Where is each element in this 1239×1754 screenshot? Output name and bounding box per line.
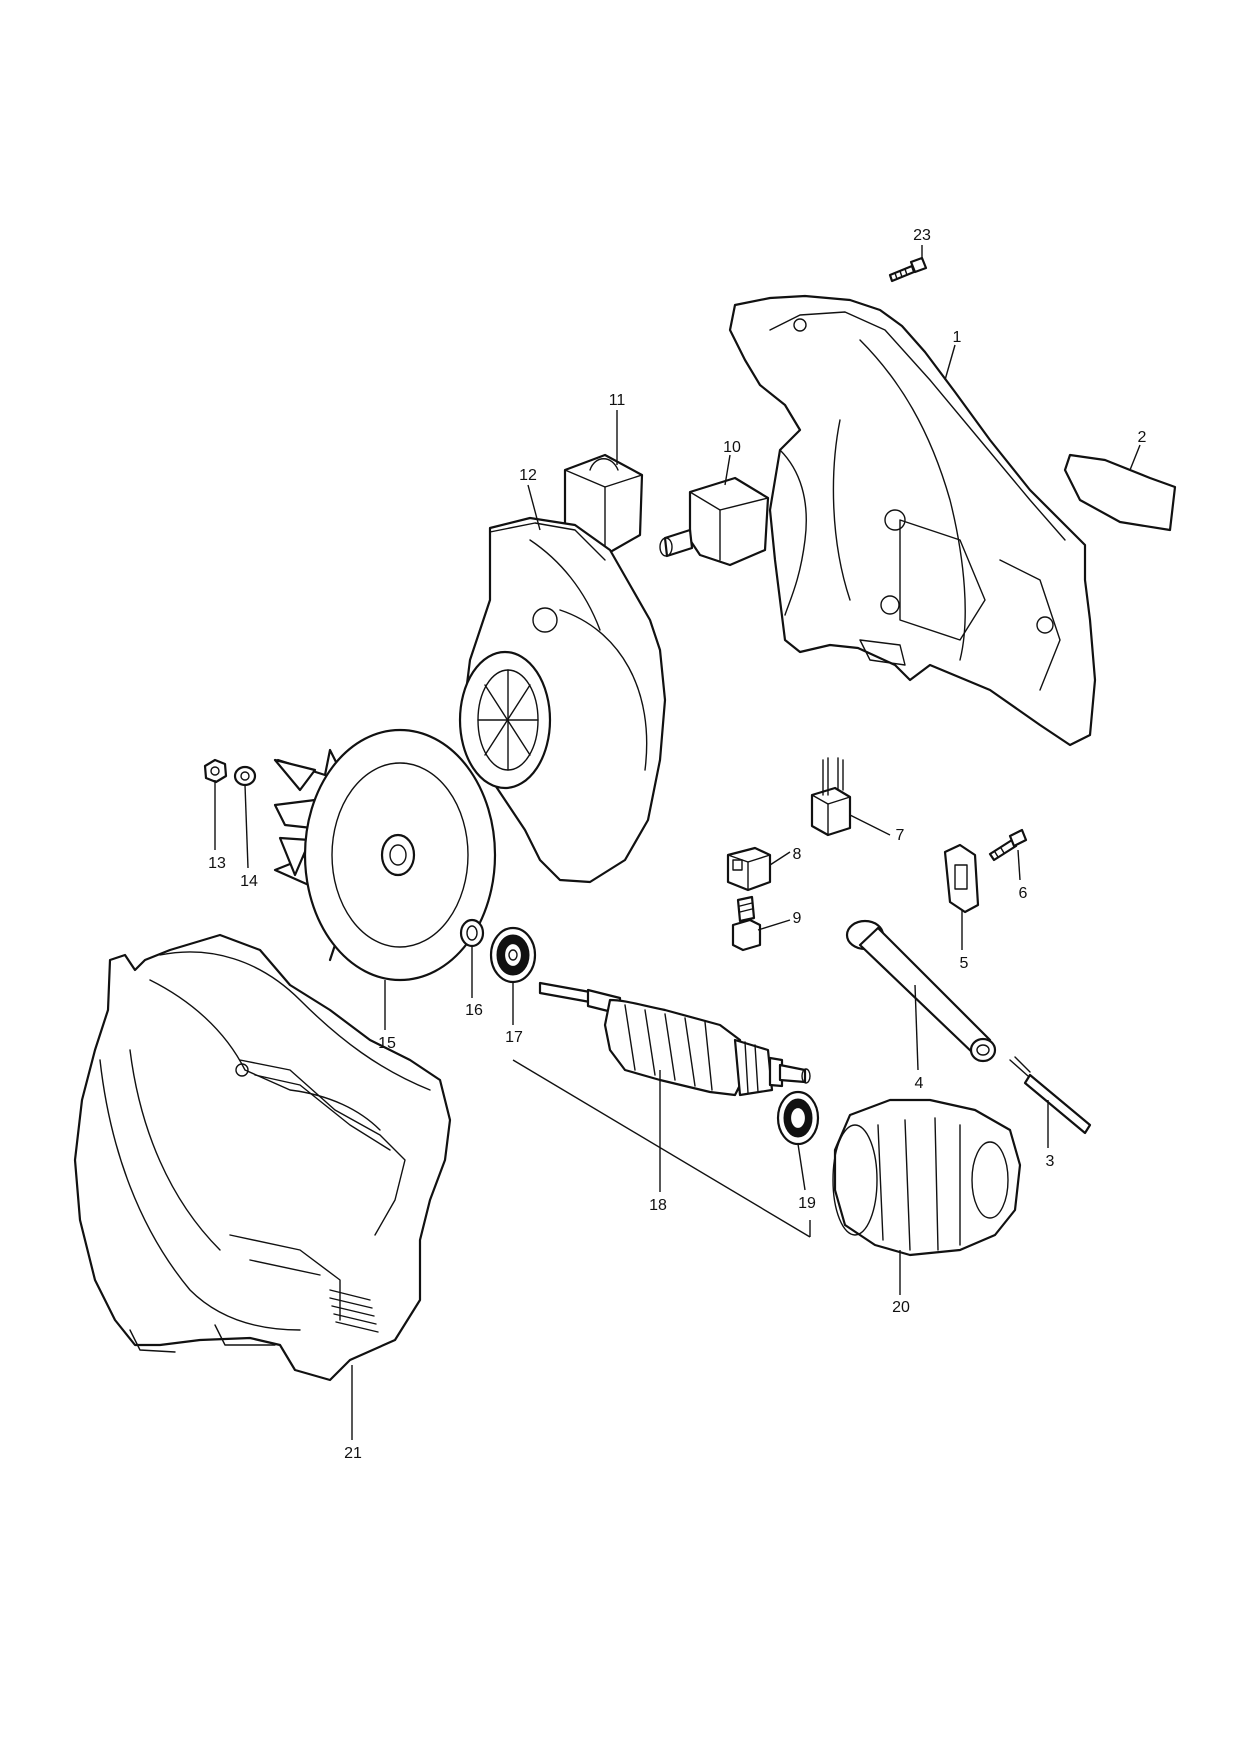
- callout-5: 5: [960, 955, 969, 972]
- callout-19: 19: [798, 1195, 816, 1212]
- callout-6: 6: [1019, 885, 1028, 902]
- part-11-block: [563, 453, 644, 557]
- callout-3: 3: [1046, 1153, 1055, 1170]
- part-20-field: [832, 1098, 1022, 1257]
- callout-8: 8: [793, 846, 802, 863]
- part-12-fan-cover: [458, 516, 667, 884]
- part-14-washer: [233, 765, 257, 787]
- part-4-strain-relief: [845, 919, 997, 1063]
- callout-labels: 23 1 2 11 10 12 7 8 9 6 5 13 14 16 17 15…: [208, 227, 1146, 1462]
- part-16-washer: [459, 918, 485, 948]
- part-3-cord: [1009, 1056, 1092, 1135]
- part-10-switch: [659, 476, 770, 567]
- callout-1: 1: [953, 329, 962, 346]
- leader-lines: [214, 245, 1141, 1440]
- part-6-screw: [988, 828, 1028, 862]
- part-8-brush-cap: [726, 846, 772, 892]
- part-17-bearing: [489, 926, 537, 984]
- callout-11: 11: [609, 392, 626, 409]
- callout-7: 7: [896, 827, 905, 844]
- callout-18: 18: [649, 1197, 667, 1214]
- part-19-bearing: [776, 1090, 820, 1146]
- callout-4: 4: [915, 1075, 924, 1092]
- callout-13: 13: [208, 855, 226, 872]
- part-21-main-housing: [73, 933, 452, 1382]
- part-7-brush-holder: [810, 757, 852, 837]
- callout-2: 2: [1138, 429, 1147, 446]
- part-2-label: [1063, 453, 1177, 532]
- part-9-carbon-brush: [731, 895, 762, 952]
- callout-9: 9: [793, 910, 802, 927]
- part-1-housing-half: [728, 294, 1097, 747]
- part-13-nut: [203, 758, 228, 784]
- callout-10: 10: [723, 439, 741, 456]
- callout-15: 15: [378, 1035, 396, 1052]
- callout-14: 14: [240, 873, 258, 890]
- callout-23: 23: [913, 227, 931, 244]
- callout-21: 21: [344, 1445, 362, 1462]
- callout-20: 20: [892, 1299, 910, 1316]
- part-18-armature: [538, 981, 811, 1097]
- part-23-screw: [888, 256, 928, 283]
- callout-12: 12: [519, 467, 537, 484]
- part-5-cord-clamp: [943, 843, 980, 914]
- callout-17: 17: [505, 1029, 523, 1046]
- callout-16: 16: [465, 1002, 483, 1019]
- part-15-fan: [273, 728, 497, 982]
